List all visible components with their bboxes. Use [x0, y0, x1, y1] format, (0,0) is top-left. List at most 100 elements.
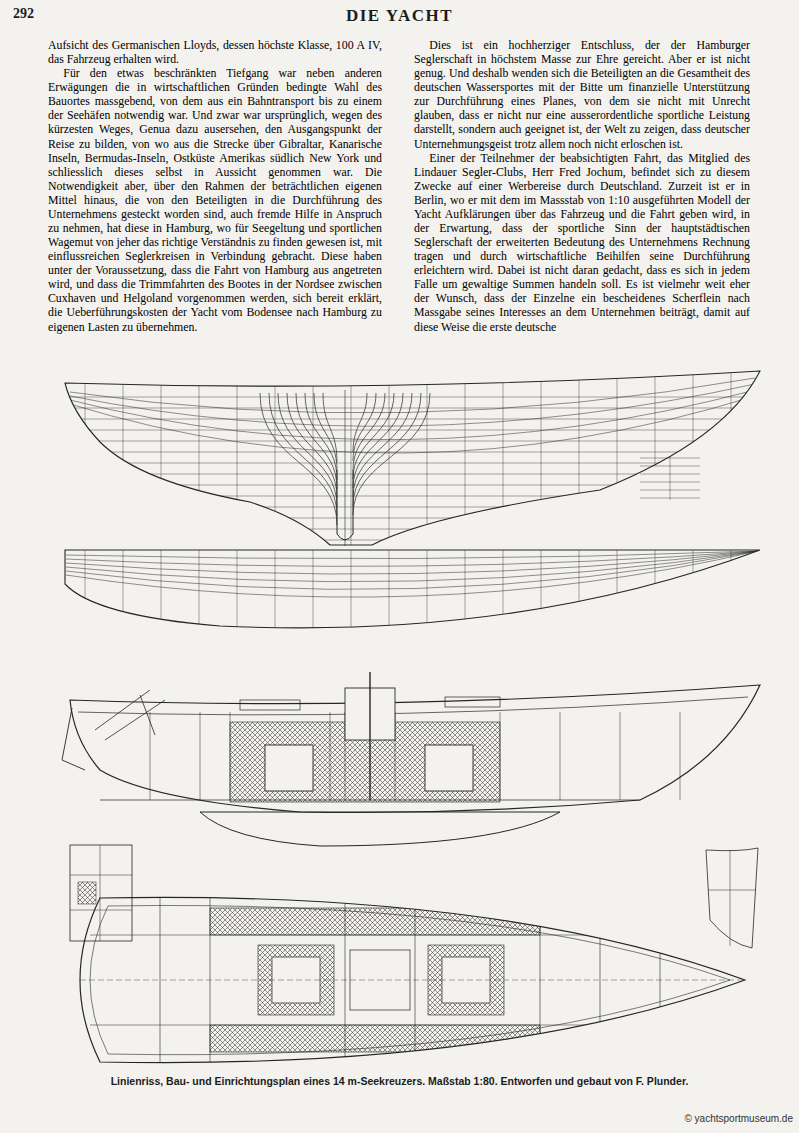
- diagonal-line: [66, 551, 758, 574]
- skylight: [240, 700, 300, 710]
- diagonal-line: [66, 551, 758, 566]
- waterline: [60, 430, 765, 431]
- bulkhead: [150, 712, 151, 800]
- station-line: [579, 360, 580, 550]
- station-line: [389, 360, 390, 550]
- page-number: 292: [13, 6, 34, 22]
- partition: [90, 1025, 740, 1026]
- half-breadth-plan: [65, 548, 760, 640]
- diagonal-line: [66, 551, 758, 582]
- hull-outline: [70, 685, 760, 813]
- text-column: Aufsicht des Germanischen Lloyds, dessen…: [48, 38, 382, 334]
- station-line: [503, 360, 504, 550]
- table-hatching: [428, 945, 504, 1015]
- buttock-line: [70, 384, 755, 426]
- bulkhead: [680, 712, 681, 800]
- section-line: [730, 850, 731, 946]
- deck-outline: [65, 550, 760, 628]
- body-section: [353, 393, 403, 488]
- station-line: [655, 360, 656, 550]
- body-section: [287, 393, 337, 498]
- waterline: [60, 485, 765, 486]
- body-section: [353, 393, 412, 497]
- station-line: [351, 360, 352, 550]
- steering-gear: [95, 690, 165, 740]
- buttock-line: [70, 390, 755, 440]
- skylight: [445, 697, 500, 707]
- mast: [369, 672, 370, 800]
- station-line: [655, 548, 656, 640]
- section-frame: [706, 848, 758, 948]
- station-line: [465, 548, 466, 640]
- body-paragraph: Aufsicht des Germanischen Lloyds, dessen…: [48, 38, 382, 66]
- station-line: [427, 548, 428, 640]
- station-line: [161, 548, 162, 640]
- section-detail: [78, 882, 96, 904]
- body-section: [296, 393, 337, 489]
- body-section: [305, 393, 337, 480]
- station-line: [693, 360, 694, 550]
- body-paragraph: Für den etwas beschränkten Tiefgang war …: [48, 66, 382, 333]
- body-paragraph: Einer der Teilnehmer der beabsichtigten …: [414, 151, 750, 334]
- station-line: [465, 360, 466, 550]
- body-section: [278, 393, 337, 507]
- bulkhead: [160, 880, 161, 1080]
- station-line: [427, 360, 428, 550]
- bulkhead: [600, 880, 601, 1080]
- bulkhead: [500, 712, 501, 800]
- body-section: [353, 393, 367, 452]
- centre-line: [80, 980, 745, 981]
- station-line: [199, 548, 200, 640]
- section-frame: [70, 845, 132, 941]
- body-section: [353, 393, 430, 515]
- station-line: [199, 360, 200, 550]
- figure-caption: Linienriss, Bau- und Einrichtungsplan ei…: [0, 1075, 799, 1087]
- station-line: [275, 548, 276, 640]
- waterline: [60, 474, 765, 475]
- waterline: [60, 540, 765, 541]
- centre-line: [345, 390, 346, 546]
- body-section: [353, 393, 385, 470]
- station-line: [351, 548, 352, 640]
- station-line: [85, 360, 86, 550]
- bulkhead: [230, 712, 231, 800]
- berth-hatching: [210, 908, 540, 935]
- section-details: [70, 845, 758, 948]
- station-line: [541, 548, 542, 640]
- station-line: [313, 548, 314, 640]
- station-line: [161, 360, 162, 550]
- station-line: [389, 548, 390, 640]
- lines-profile: [60, 360, 765, 550]
- ballast-keel: [200, 812, 560, 846]
- station-line: [275, 360, 276, 550]
- diagonal-line: [66, 551, 758, 597]
- section-line: [70, 910, 132, 911]
- station-line: [123, 360, 124, 550]
- body-section: [353, 393, 394, 479]
- tank: [265, 745, 313, 791]
- accommodation-plan: [80, 880, 745, 1080]
- text-column: Dies ist ein hochherziger Entschluss, de…: [414, 38, 750, 334]
- body-section: [353, 393, 421, 506]
- bulkhead: [620, 712, 621, 800]
- buttock-line: [70, 378, 755, 413]
- station-line: [731, 360, 732, 550]
- tank: [425, 745, 473, 791]
- waterline: [60, 452, 765, 453]
- waterline: [60, 441, 765, 442]
- deck-outline: [80, 897, 745, 1062]
- section-line: [708, 890, 756, 891]
- table-rule: [670, 456, 671, 500]
- diagonal-line: [66, 551, 758, 559]
- inboard-profile: [62, 672, 760, 846]
- body-section: [260, 393, 337, 525]
- waterline: [60, 419, 765, 420]
- rudder: [62, 708, 85, 770]
- deck-beam-line: [78, 697, 748, 715]
- waterline: [60, 507, 765, 508]
- bulkhead: [200, 712, 201, 800]
- station-line: [541, 360, 542, 550]
- station-line: [617, 360, 618, 550]
- body-paragraph: Dies ist ein hochherziger Entschluss, de…: [414, 38, 750, 151]
- station-line: [313, 360, 314, 550]
